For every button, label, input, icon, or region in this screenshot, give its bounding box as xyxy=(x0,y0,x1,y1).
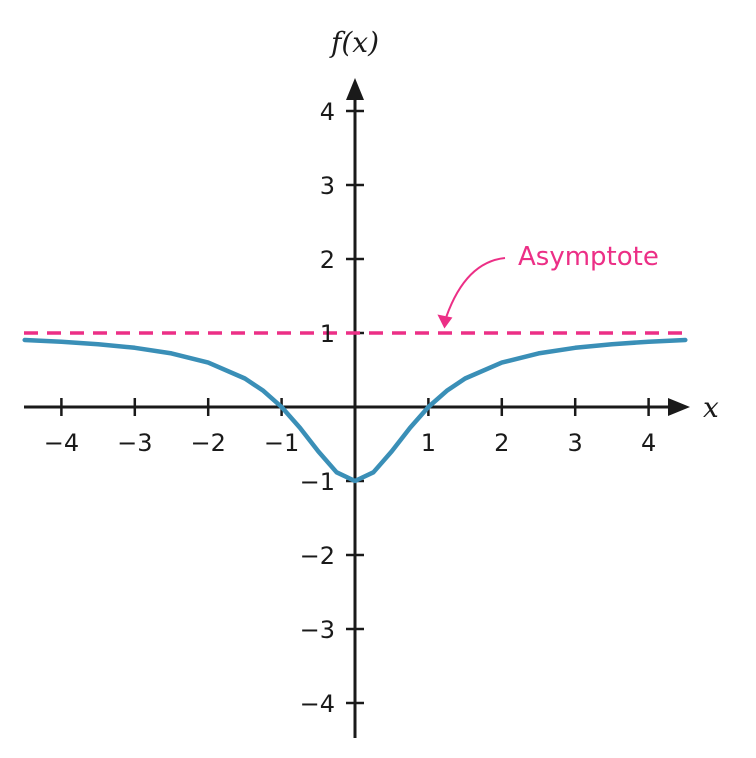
series-line xyxy=(22,337,688,484)
labels: −4 −3 −2 −1 1 2 3 4 −4 −3 −2 −1 1 2 3 4 x f(x) xyxy=(44,26,719,718)
x-tick-label: −1 xyxy=(264,429,299,457)
annotation-arrow-line xyxy=(445,257,506,317)
y-tick-label: 4 xyxy=(320,98,335,126)
x-axis-arrow xyxy=(668,398,690,416)
annotation-label: Asymptote xyxy=(518,242,659,272)
x-tick-label: −3 xyxy=(117,429,152,457)
x-axis-label: x xyxy=(703,391,719,424)
x-tick-label: −4 xyxy=(44,429,79,457)
annotation-arrowhead xyxy=(437,314,453,329)
x-tick-label: −2 xyxy=(191,429,226,457)
y-tick-label: 1 xyxy=(320,320,335,348)
y-tick-label: −1 xyxy=(300,468,335,496)
series-layer xyxy=(22,337,688,484)
y-tick-label: −4 xyxy=(300,690,335,718)
axes xyxy=(24,78,690,738)
x-tick-label: 3 xyxy=(568,429,583,457)
y-tick-label: 2 xyxy=(320,246,335,274)
y-tick-label: 3 xyxy=(320,172,335,200)
y-axis-label: f(x) xyxy=(329,26,379,59)
y-axis-arrow xyxy=(346,78,364,100)
x-tick-label: 2 xyxy=(494,429,509,457)
x-tick-label: 4 xyxy=(641,429,656,457)
x-tick-label: 1 xyxy=(421,429,436,457)
y-tick-label: −2 xyxy=(300,542,335,570)
y-tick-label: −3 xyxy=(300,616,335,644)
annotation-layer: Asymptote xyxy=(437,242,659,329)
